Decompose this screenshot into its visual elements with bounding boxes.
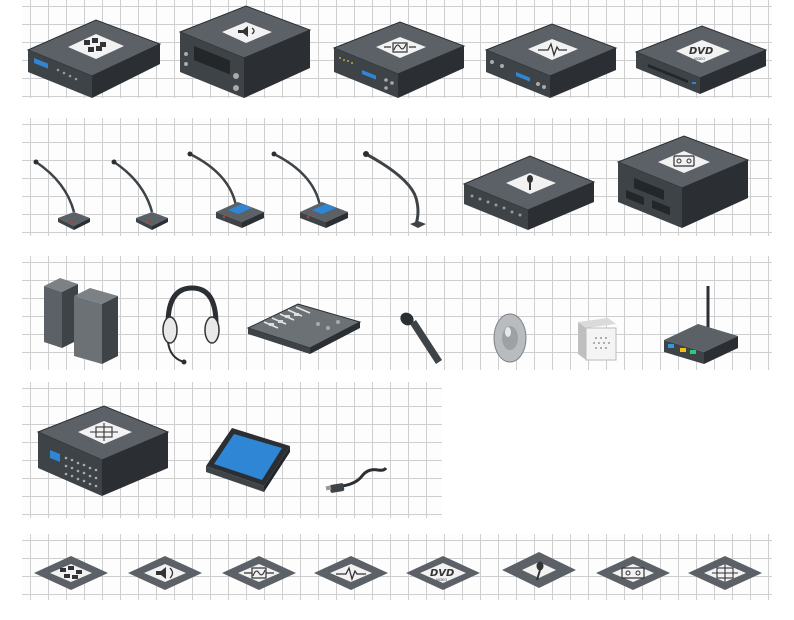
- gooseneck-mic-basic[interactable]: [108, 159, 172, 232]
- gooseneck-mic-basic[interactable]: [30, 159, 94, 232]
- matrix-switcher-unit[interactable]: [34, 402, 174, 498]
- wireless-mic-receiver-unit[interactable]: [460, 150, 600, 232]
- amplifier-unit[interactable]: [176, 2, 316, 98]
- wall-speaker[interactable]: [574, 314, 620, 362]
- cassette-deck-unit[interactable]: [612, 132, 754, 230]
- dvd-symbol-text: DVD: [430, 568, 454, 579]
- dvd-logo-text: DVD: [689, 46, 713, 57]
- gooseneck-mic-floor[interactable]: [360, 150, 430, 232]
- touch-panel[interactable]: [198, 424, 294, 494]
- delegate-unit-screen[interactable]: [184, 150, 268, 230]
- dvd-player-unit[interactable]: DVD VIDEO: [632, 14, 772, 98]
- matrix-symbol[interactable]: [686, 554, 764, 592]
- mixing-console[interactable]: [244, 300, 364, 356]
- stencil-row-panel-3: [22, 256, 772, 370]
- speaker-pair[interactable]: [40, 276, 124, 366]
- headphones[interactable]: [158, 284, 222, 368]
- handheld-mic[interactable]: [398, 310, 446, 366]
- dvd-symbol[interactable]: DVD VIDEO: [404, 554, 482, 592]
- ceiling-speaker[interactable]: [490, 310, 530, 366]
- filter-symbol[interactable]: [220, 554, 298, 592]
- dvd-logo-sub: VIDEO: [694, 57, 705, 61]
- cable-connector[interactable]: [325, 466, 390, 498]
- signal-processor-unit[interactable]: [482, 12, 622, 100]
- speaker-symbol[interactable]: [126, 554, 204, 592]
- filter-processor-unit[interactable]: [330, 10, 470, 98]
- dvd-symbol-sub: VIDEO: [436, 578, 447, 582]
- wireless-router[interactable]: [660, 284, 742, 366]
- mixer-rack-unit[interactable]: [24, 6, 164, 98]
- cassette-symbol[interactable]: [594, 554, 672, 592]
- microphone-symbol[interactable]: [500, 548, 578, 592]
- delegate-unit-screen[interactable]: [268, 150, 352, 230]
- mixer-symbol[interactable]: [32, 554, 110, 592]
- signal-symbol[interactable]: [312, 554, 390, 592]
